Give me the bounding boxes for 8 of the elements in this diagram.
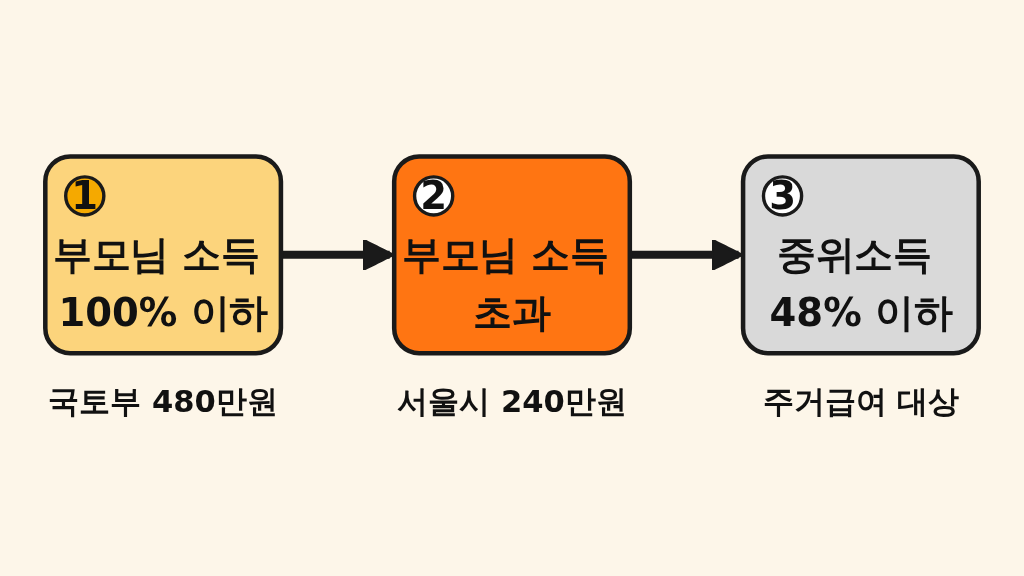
node-caption: 주거급여 대상 — [762, 384, 960, 420]
node-caption: 서울시 240만원 — [397, 384, 627, 420]
arrow — [280, 238, 395, 272]
node-circle: 2 — [412, 175, 455, 217]
node-circle: 3 — [761, 175, 804, 217]
node-circle: 1 — [64, 175, 106, 217]
arrow — [629, 238, 743, 272]
node-caption: 국토부 480만원 — [48, 384, 278, 420]
